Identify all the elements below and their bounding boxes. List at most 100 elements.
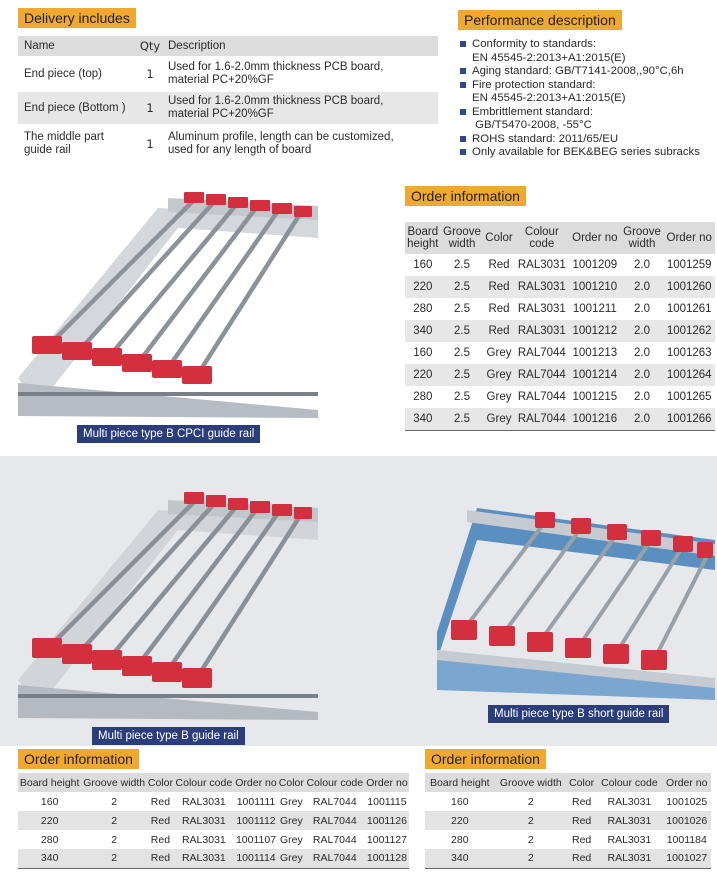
table-cell: 280 — [413, 303, 433, 315]
table-cell: Red — [147, 811, 174, 830]
table-cell: Red — [572, 795, 592, 808]
table-cell: 220 — [18, 811, 82, 830]
table-cell: 2.5 — [453, 303, 470, 315]
table-cell: 1001215 — [572, 391, 618, 403]
caption-guide: Multi piece type B guide rail — [92, 727, 245, 745]
table-cell: 1001216 — [569, 408, 621, 431]
performance-list: Conformity to standards: EN 45545-2:2013… — [458, 38, 717, 160]
desc-line: material PC+20%GF — [168, 74, 274, 86]
square-bullet-icon — [460, 135, 466, 142]
table-cell: 1001127 — [366, 833, 407, 846]
table-cell: 160 — [413, 259, 433, 271]
column-header: Order no — [662, 773, 711, 792]
list-item: ROHS standard: 2011/65/EU — [458, 133, 717, 147]
column-header: Groove width — [494, 773, 567, 792]
column-header: Order no — [233, 773, 279, 792]
table-cell: 2.5 — [440, 320, 484, 342]
square-bullet-icon — [460, 149, 466, 155]
table-cell: 1001265 — [666, 391, 712, 403]
desc-line: Aluminum profile, length can be customiz… — [168, 131, 394, 143]
column-header: Order no — [364, 773, 409, 792]
table-cell: Red — [150, 795, 171, 808]
table-cell: Red — [483, 276, 515, 298]
table-cell: Grey — [483, 408, 515, 431]
table-cell: 160 — [40, 795, 59, 808]
table-cell: Red — [147, 849, 174, 869]
table-cell: 340 — [405, 320, 441, 342]
table-cell: 1001266 — [663, 408, 715, 431]
table-cell: 1001025 — [666, 795, 708, 808]
table-cell: 1001128 — [364, 849, 409, 869]
table-cell: RAL7044 — [514, 408, 570, 431]
table-cell: RAL3031 — [173, 811, 234, 830]
table-cell: RAL7044 — [514, 364, 570, 386]
delivery-row: End piece (top) 1 Used for 1.6-2.0mm thi… — [18, 56, 438, 92]
desc-line: used for any length of board — [168, 144, 312, 156]
table-cell: 280 — [451, 833, 469, 846]
table-cell: 1001126 — [364, 811, 409, 830]
table-cell: 220 — [405, 364, 441, 386]
item-qty: 1 — [146, 67, 154, 81]
table-cell: 2.0 — [634, 303, 650, 315]
table-cell: 1001111 — [236, 795, 276, 808]
desc-line: Used for 1.6-2.0mm thickness PCB board, — [168, 61, 384, 73]
table-cell: 1001213 — [572, 347, 618, 359]
delivery-row: The middle part guide rail 1 Aluminum pr… — [18, 124, 438, 164]
name-line: guide rail — [24, 144, 71, 156]
table-cell: Red — [488, 259, 510, 271]
table-cell: Red — [483, 320, 515, 342]
table-cell: RAL7044 — [312, 833, 357, 846]
column-header: Colour code — [596, 773, 663, 792]
item-line: Conformity to standards: — [472, 38, 597, 50]
list-item: Only available for BEK&BEG series subrac… — [458, 146, 717, 160]
table-cell: RAL3031 — [514, 276, 570, 298]
table-cell: 220 — [425, 811, 495, 830]
column-header: Colour code — [304, 773, 365, 792]
table-cell: RAL7044 — [312, 795, 357, 808]
table-cell: 1001259 — [666, 259, 712, 271]
item-line: EN 45545-2:2013+A1:2015(E) — [472, 51, 626, 64]
table-cell: RAL3031 — [181, 833, 226, 846]
header-qty: Qty — [139, 39, 161, 53]
table-cell: Grey — [278, 849, 305, 869]
table-cell: 1001209 — [572, 259, 618, 271]
table-cell: RAL7044 — [304, 849, 365, 869]
table-cell: Grey — [279, 833, 303, 846]
desc-line: material PC+20%GF — [168, 108, 274, 120]
order-title-1: Order information — [405, 186, 526, 206]
table-cell: 2 — [527, 833, 534, 846]
column-header: Color — [278, 773, 305, 792]
table-cell: Grey — [483, 364, 515, 386]
performance-title: Performance description — [458, 10, 622, 30]
name-line: The middle part — [24, 131, 104, 143]
cpci-guide-rail-illustration — [18, 192, 318, 418]
item-line: Only available for BEK&BEG series subrac… — [472, 146, 700, 158]
item-line: GB/T5470-2008, -55°C — [472, 119, 592, 131]
table-cell: Red — [150, 833, 171, 846]
table-cell: Grey — [486, 391, 512, 403]
table-cell: Red — [572, 833, 592, 846]
table-cell: RAL3031 — [607, 795, 652, 808]
item-line: Aging standard: GB/T7141-2008,,90°C,6h — [472, 65, 684, 77]
column-header: Color — [566, 773, 597, 792]
table-cell: 2.5 — [453, 391, 470, 403]
table-cell: 2.0 — [620, 320, 664, 342]
table-cell: 2.5 — [440, 408, 484, 431]
header-order-no-2: Order no — [663, 222, 715, 254]
item-qty: 1 — [146, 137, 154, 151]
